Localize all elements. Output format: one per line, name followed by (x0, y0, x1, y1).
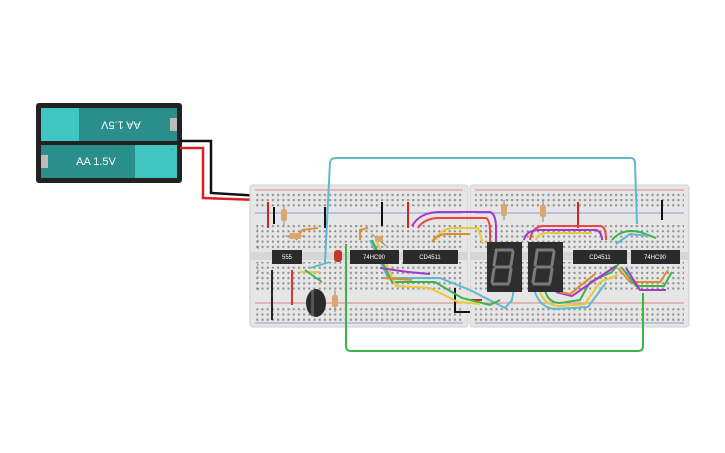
chip-74hc90-left[interactable]: 74HC90 (350, 250, 399, 264)
wire-blue[interactable] (309, 261, 331, 269)
chip-555[interactable]: 555 (272, 250, 302, 264)
wire-red-signal[interactable] (417, 217, 491, 244)
wire-black[interactable] (454, 288, 470, 313)
chip-74hc90-right[interactable]: 74HC90 (631, 250, 680, 264)
resistor[interactable] (540, 200, 546, 222)
resistor[interactable] (501, 200, 507, 220)
wire-green-long[interactable] (345, 244, 644, 352)
chip-cd4511-left-label: CD4511 (419, 255, 441, 261)
signal-wires (295, 211, 673, 311)
wire-yellow[interactable] (375, 239, 481, 305)
battery-cell-top-label: AA 1.5V (100, 119, 140, 131)
row-letter: i (257, 233, 258, 237)
resistor[interactable] (371, 233, 387, 247)
wire-red-battery[interactable] (180, 146, 259, 202)
seven-segment-display-right[interactable] (528, 242, 563, 292)
wire-purple[interactable] (523, 229, 603, 241)
seven-segment-display-left[interactable] (487, 242, 522, 292)
chip-cd4511-left[interactable]: CD4511 (403, 250, 458, 264)
wire-green[interactable] (544, 261, 621, 305)
wire-yellow[interactable] (539, 274, 619, 308)
wire-orange[interactable] (559, 273, 596, 296)
wire-green[interactable] (621, 267, 673, 287)
led[interactable] (334, 250, 342, 262)
chip-cd4511-right-label: CD4511 (589, 255, 611, 261)
battery-plus-mark: + (171, 148, 173, 152)
row-letter: a (257, 287, 259, 291)
wire-orange[interactable] (382, 277, 413, 281)
wire-yellow[interactable] (535, 232, 592, 241)
wire-blue[interactable] (615, 232, 649, 245)
wire-blue[interactable] (534, 283, 606, 311)
battery-cell-top: AA 1.5V (41, 108, 177, 141)
chip-555-label: 555 (282, 255, 293, 261)
chip-cd4511-right[interactable]: CD4511 (573, 250, 627, 264)
row-letter: e (257, 263, 259, 267)
battery-pack[interactable]: AA 1.5V AA 1.5V + (36, 103, 182, 183)
power-jumpers (267, 200, 663, 320)
resistor[interactable] (285, 233, 305, 239)
row-letter: h (257, 239, 259, 243)
wire-green[interactable] (611, 230, 657, 241)
row-letter: b (257, 281, 259, 285)
wire-green[interactable] (371, 239, 501, 307)
row-letter: c (257, 275, 259, 279)
wire-orange[interactable] (431, 233, 470, 243)
battery-cell-bottom: AA 1.5V (41, 145, 177, 178)
resistor[interactable] (332, 290, 338, 312)
wire-green[interactable] (304, 269, 323, 283)
resistors (281, 200, 546, 312)
battery-leads (180, 139, 263, 202)
row-letter: j (256, 227, 258, 231)
battery-cell-bottom-label: AA 1.5V (76, 156, 116, 168)
wire-purple[interactable] (555, 265, 617, 298)
chip-74hc90-left-label: 74HC90 (363, 255, 386, 261)
electrolytic-capacitor[interactable] (306, 289, 326, 317)
wire-black-battery[interactable] (180, 139, 263, 198)
wire-purple[interactable] (411, 211, 497, 244)
wire-cyan-long[interactable] (324, 157, 638, 263)
wire-purple[interactable] (625, 267, 666, 291)
wire-orange[interactable] (359, 227, 369, 240)
wire-purple[interactable] (379, 267, 431, 275)
row-letter: d (257, 269, 259, 273)
chip-74hc90-right-label: 74HC90 (644, 255, 667, 261)
wire-red-signal[interactable] (529, 225, 607, 241)
row-letter: g (257, 245, 259, 249)
wire-orange[interactable] (617, 267, 669, 283)
resistor[interactable] (281, 205, 287, 225)
row-letters-left: j i h g e d c b a (256, 227, 259, 291)
